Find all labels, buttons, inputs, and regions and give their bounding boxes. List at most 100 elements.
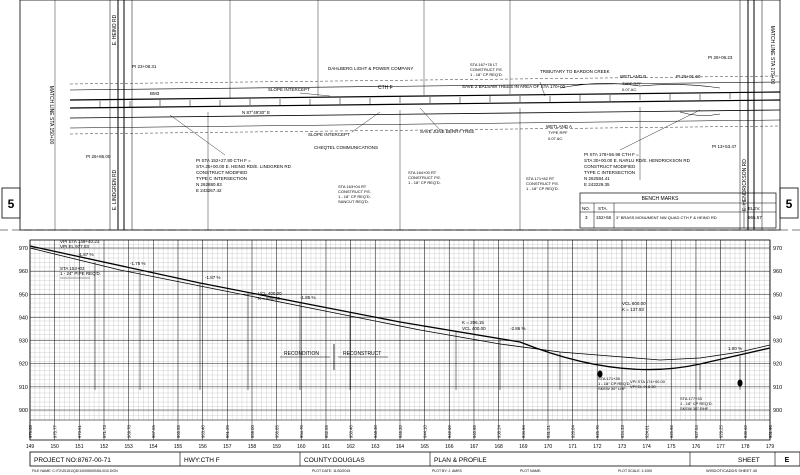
x-tick-label: 156 — [198, 444, 207, 450]
x-tick-label: 164 — [396, 444, 405, 450]
pi-note-left: PI 23+08.31 — [132, 64, 157, 69]
sta-167-note: STA 167+78 LT — [470, 62, 498, 67]
wetland-b-label: WETLAND B — [620, 74, 646, 79]
grade-4: -1.85 % — [300, 295, 316, 300]
pi-block-left-5: N 262880.83 — [196, 182, 222, 187]
y-tick-label-right: 940 — [773, 315, 782, 321]
sta-153-label-2: 1 - 24" PIPE REQ'D. — [60, 271, 101, 276]
sta-171-culvert-2: 1 - 18" CP REQ'D. — [598, 381, 631, 386]
y-tick-label-left: 960 — [19, 269, 28, 275]
grade-2: -1.78 % — [130, 261, 146, 266]
road-label-cth-f: CTH F — [378, 85, 393, 91]
pi-block-right-4: TYPE C INTERSECTION — [584, 170, 635, 175]
k-206: K = 206.15 — [462, 320, 484, 325]
x-tick-label: 173 — [618, 444, 627, 450]
pi-block-left-1: PI STA 152+27.80 CTH F = — [196, 158, 251, 163]
wetland-a-type: TYPE RPF — [548, 130, 568, 135]
bottom-elevation-label: 969.78 — [126, 425, 131, 438]
reconstruct-label: RECONSTRUCT — [343, 351, 381, 357]
june-berry-note: SAVE JUNE BERRY TREE — [420, 129, 474, 134]
bottom-elevation-label: 928.04 — [570, 425, 575, 438]
x-tick-label: 168 — [494, 444, 503, 450]
bottom-elevation-label: 952.55 — [324, 425, 329, 438]
x-tick-label: 161 — [322, 444, 331, 450]
bottom-elevation-label: 927.54 — [694, 425, 699, 438]
road-label-heino: E. HEINO RD — [112, 14, 118, 45]
bottom-elevation-label: 973.61 — [77, 425, 82, 438]
k-137: K = 137.93 — [622, 307, 644, 312]
bottom-elevation-label: 938.24 — [496, 425, 501, 438]
pi-note-right-low: PI 13+53.47 — [712, 144, 737, 149]
bottom-elevation-label: 954.70 — [299, 425, 304, 438]
x-tick-label: 166 — [445, 444, 454, 450]
pi-note-right-top: PI 28+06.23 — [708, 55, 733, 60]
profile-labels: VPI STA 149+40.23 VPI EL 977.03 -1.87 % … — [60, 239, 742, 411]
pi-block-left-6: E 243267.42 — [196, 188, 222, 193]
sta-167-note-2: CONSTRUCT P.E. — [470, 67, 503, 72]
sta-171-culvert: STA 171+35 — [598, 376, 621, 381]
bottom-elevation-label: 975.77 — [52, 425, 57, 438]
slope-intercept-low: SLOPE INTERCEPT — [308, 132, 350, 137]
vpi-top-elev: VPI EL 977.03 — [60, 244, 89, 249]
pi-note-right-mid: PI 25+01.60 — [676, 74, 701, 79]
pi-block-right-5: N 262584.41 — [584, 176, 610, 181]
x-tick-label: 165 — [420, 444, 429, 450]
x-tick-label: 153 — [124, 444, 133, 450]
x-tick-label: 175 — [667, 444, 676, 450]
x-tick-label: 158 — [248, 444, 257, 450]
grade-1: -1.87 % — [78, 252, 94, 257]
y-tick-label-left: 940 — [19, 315, 28, 321]
x-tick-label: 159 — [272, 444, 281, 450]
y-tick-label-left: 910 — [19, 385, 28, 391]
bottom-elevation-label: 942.00 — [447, 425, 452, 438]
y-tick-label-right: 970 — [773, 246, 782, 252]
sta-164-note-3: 1 - 18" CP REQ'D. — [408, 180, 441, 185]
bottom-elevation-label: 925.70 — [595, 425, 600, 438]
bottom-elevation-label: 963.40 — [200, 425, 205, 438]
bench-marks-header-no: NO. — [582, 206, 590, 211]
sta-171-culvert-3: SKEW 30° LHF — [598, 386, 626, 391]
wetland-a-label: WETLAND A — [546, 124, 572, 129]
pi-block-right-6: E 243229.35 — [584, 182, 610, 187]
y-tick-label-right: 910 — [773, 385, 782, 391]
bm-label: BM3 — [150, 91, 160, 96]
bottom-elevation-label: 965.55 — [176, 425, 181, 438]
county: COUNTY:DOUGLAS — [304, 457, 365, 464]
x-tick-label: 177 — [716, 444, 725, 450]
footer-file-name: FILE NAME: C:\TX\20151\QD\1\0005000\SIL\… — [32, 469, 118, 473]
bench-marks-row-elev: 965.57 — [748, 215, 762, 220]
x-tick-label: 162 — [346, 444, 355, 450]
bench-marks-row-no: 3 — [585, 215, 588, 220]
y-tick-label-right: 950 — [773, 292, 782, 298]
pi-block-left-3: CONSTRUCT MODIFIED — [196, 170, 248, 175]
bottom-elevation-label: 931.96 — [768, 425, 773, 438]
bottom-elevation-label: 959.00 — [250, 425, 255, 438]
x-tick-label: 152 — [100, 444, 109, 450]
x-tick-label: 179 — [766, 444, 775, 450]
y-tick-label-left: 900 — [19, 408, 28, 414]
x-tick-label: 178 — [741, 444, 750, 450]
x-tick-label: 154 — [149, 444, 158, 450]
cheqtel-note: CHEQTEL COMMUNICATIONS — [314, 145, 378, 150]
bottom-elevation-label: 946.20 — [398, 425, 403, 438]
section-marker-right: 5 — [786, 197, 793, 211]
profile-content — [29, 245, 771, 390]
x-tick-label: 171 — [568, 444, 577, 450]
wetland-a-area: 0.07 AC. — [548, 136, 563, 141]
bottom-elevation-label: 940.95 — [472, 425, 477, 438]
footer-sheet-ref: WISDOT/CADDS SHEET 40 — [706, 468, 758, 473]
highway: HWY:CTH F — [184, 457, 220, 464]
match-line-left: MATCH LINE STA 150+00 — [48, 86, 54, 145]
x-tick-label: 172 — [593, 444, 602, 450]
bench-marks-row-desc: 3" BRASS MONUMENT NW QUAD CTH F & HEINO … — [616, 215, 717, 220]
bench-marks-header-sta: STA. — [598, 206, 608, 211]
tributary-note: TRIBUTARY TO BARDON CREEK — [540, 69, 610, 74]
grade-5: -2.86 % — [510, 326, 526, 331]
x-tick-label: 151 — [75, 444, 84, 450]
y-tick-label-left: 920 — [19, 362, 28, 368]
bottom-elevation-label: 944.10 — [422, 425, 427, 438]
